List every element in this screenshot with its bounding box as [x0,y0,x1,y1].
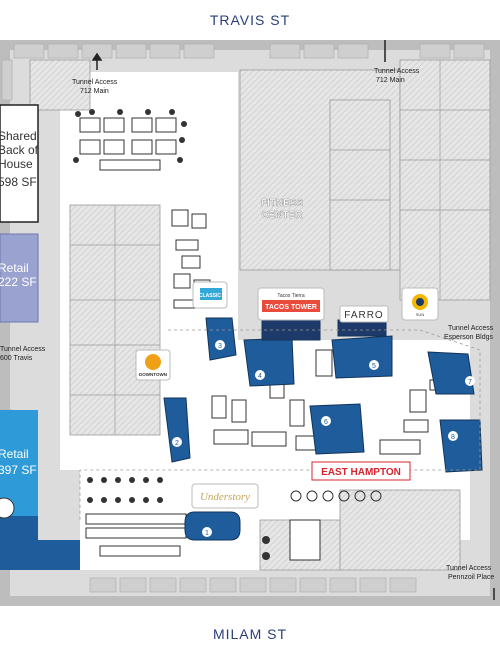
tunnel-2-l2: 712 Main [376,77,405,84]
vendor-signs: CLASSIC Tacos Tierra TACOS TOWER FARRO S… [135,281,439,509]
retail2-label: Retail [0,447,29,461]
tunnel-3-l2: Esperson Bldgs [444,334,494,341]
stall-5 [331,335,393,379]
farro-sign [339,305,389,323]
space-labels: Shared Back of House 598 SF Retail 222 S… [0,129,39,477]
tunnel-1-l2: 712 Main [80,88,109,95]
stall-num-7: 7 [468,379,472,386]
core-room-dividers [70,60,490,435]
stall-num-2: 2 [175,440,179,447]
core-rooms [29,59,491,571]
ornament-circle [0,497,15,519]
seating-chairs-north [73,109,187,163]
tunnel-labels: Tunnel Access 712 Main Tunnel Access 712… [0,68,494,581]
shared-boh-space [0,104,39,223]
street-south: MILAM ST [212,626,288,642]
fitness-center-label: FITNESS CENTER [261,198,304,221]
seating-south [87,477,382,560]
stall-2 [163,397,191,463]
tunnel-1-l1: Tunnel Access [72,79,118,86]
boh-line3: House [0,157,33,171]
tunnel-4-l1: Tunnel Access [0,346,46,353]
boh-sf: 598 SF [0,175,37,189]
tunnel-5-l2: Pennzoil Place [448,574,494,581]
retail1-label: Retail [0,261,29,275]
tunnel-3-l1: Tunnel Access [448,325,494,332]
street-north: TRAVIS ST [209,12,291,28]
stall-num-4: 4 [258,373,262,380]
east-hampton-text: EAST HAMPTON [321,467,401,478]
classic-text: CLASSIC [199,293,221,299]
stall-num-3: 3 [218,343,222,350]
tacos-top-text: Tacos Tierra [277,293,304,299]
tunnel-4-l2: 600 Travis [0,355,33,362]
north-facade [13,43,485,59]
understory-text: Understory [200,491,250,503]
tunnel-5-l1: Tunnel Access [446,565,492,572]
fitness-line2: CENTER [261,210,303,221]
tacos-text: TACOS TOWER [265,304,317,311]
retail2-sf: 397 SF [0,463,37,477]
stall-num-5: 5 [372,363,376,370]
stall-8 [439,419,483,473]
stall-4 [243,337,295,387]
fitness-line1: FITNESS [261,198,304,209]
food-hall-boundary [79,329,481,520]
seating-north [79,117,177,171]
farro-text: FARRO [344,310,383,321]
retail-222-space [0,233,39,323]
bottom-benches [85,513,321,561]
tunnel-arrows [91,40,495,600]
understory-sign [191,483,259,509]
retail1-sf: 222 SF [0,275,37,289]
stall-7 [427,351,475,395]
stall-numbers: 1 2 3 4 5 6 7 8 [172,340,475,537]
retail-397-lower [0,516,80,570]
south-facade [89,577,417,593]
boh-line1: Shared [0,129,37,143]
stall-num-1: 1 [205,530,209,537]
stall-num-8: 8 [451,434,455,441]
tunnel-2-l1: Tunnel Access [374,68,420,75]
sun-text: SUN [416,312,425,317]
stall-1 [184,511,241,541]
boh-line2: Back of [0,143,39,157]
stall-6 [309,403,365,455]
downtown-text: DOWNTOWN [139,372,167,377]
stall-num-6: 6 [324,419,328,426]
seating-central [211,349,461,455]
stall-3 [205,317,237,361]
east-hampton-sign [311,461,411,481]
